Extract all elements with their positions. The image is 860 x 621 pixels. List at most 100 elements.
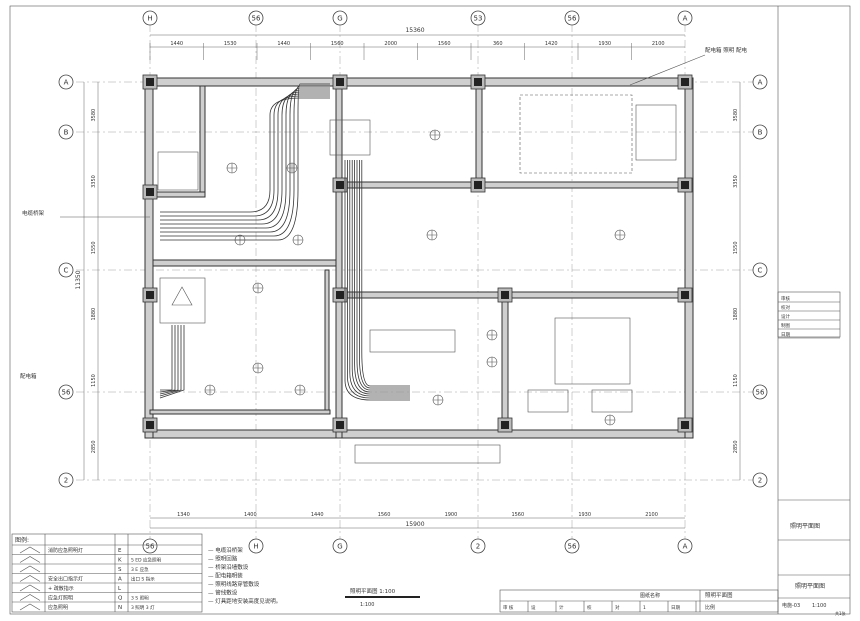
grid-bubble	[58, 472, 74, 488]
column-core	[474, 181, 482, 189]
light-symbol-icon	[19, 565, 41, 573]
dim-value-top: 2100	[652, 41, 665, 47]
dim-value-right: 1150	[733, 374, 739, 387]
legend-note-line: — 灯具距地安装高度见说明。	[208, 597, 281, 605]
drawing-number: 电施-03	[782, 602, 800, 609]
cable-run	[361, 160, 410, 387]
light-symbol-icon	[19, 603, 41, 611]
dim-value-bottom: 1340	[177, 512, 190, 518]
grid-bubble	[248, 538, 264, 554]
cable-run	[159, 325, 176, 393]
wall-inner-right	[324, 269, 330, 411]
dim-value-left: 1150	[91, 374, 97, 387]
legend-desc: 应急照明	[48, 604, 68, 611]
warning-icon	[171, 286, 193, 306]
dim-value-top: 1560	[331, 41, 344, 47]
columns	[142, 74, 693, 433]
column-core	[336, 421, 344, 429]
legend-code: L	[118, 586, 122, 592]
grid-label: 53	[474, 15, 483, 23]
annotation-left-2: 配电箱	[20, 372, 37, 380]
light-symbol-icon	[19, 546, 41, 554]
light-symbol-icon	[19, 575, 41, 582]
light-fixtures	[204, 129, 626, 426]
grid-label: B	[758, 129, 763, 137]
drawing-scale: 1:100	[812, 603, 826, 609]
strip-cell: 校	[587, 604, 592, 611]
strip-ratio: 比例	[705, 604, 715, 611]
legend-note: 出口 S 指示	[131, 576, 155, 583]
title-block-row: 校对	[781, 304, 790, 311]
dim-value-right: 1550	[733, 241, 739, 254]
column-core	[146, 78, 154, 86]
grid-label: B	[64, 129, 69, 137]
grid-bubble	[332, 538, 348, 554]
dim-bottom-total: 15900	[405, 521, 424, 528]
grid-label: A	[64, 79, 69, 87]
column-core	[146, 421, 154, 429]
column-core	[501, 291, 509, 299]
grid-bubble	[142, 10, 158, 26]
dim-value-left: 2850	[91, 440, 97, 453]
column-core	[336, 78, 344, 86]
column-core	[681, 78, 689, 86]
legend-note-line: — 照明回路	[208, 555, 238, 563]
leader-line	[629, 54, 706, 86]
legend-code: A	[118, 577, 122, 583]
drawing-title: 照明平面图	[795, 583, 825, 590]
column-core	[474, 78, 482, 86]
light-symbol-icon	[19, 556, 41, 563]
grid-bubble	[564, 538, 580, 554]
wall-horizontal-3	[341, 291, 686, 299]
legend-note-line: — 配电箱明装	[208, 572, 243, 580]
grid-label: C	[64, 267, 69, 275]
grid-label: H	[253, 543, 258, 551]
legend-code: Q	[118, 596, 123, 602]
column-core	[501, 421, 509, 429]
cable-runs	[159, 83, 410, 401]
dim-value-top: 1930	[598, 41, 611, 47]
wall-left	[144, 77, 154, 439]
transformer-box	[159, 277, 206, 324]
dim-value-right: 1880	[733, 308, 739, 321]
dim-value-left: 1550	[91, 241, 97, 254]
strip-name: 照明平面图	[705, 591, 733, 599]
legend-note: 3 照明 3 灯	[131, 604, 155, 611]
grid-bubble	[752, 472, 768, 488]
legend-notes: — 电缆沿桥架— 照明回路— 桥架沿墙敷设— 配电箱明装— 照明线路穿管敷设— …	[208, 546, 281, 605]
title-block-row: 制图	[781, 322, 790, 329]
cable-run	[344, 160, 410, 401]
dim-value-top: 360	[493, 41, 503, 47]
dim-value-left: 1880	[91, 308, 97, 321]
grid-bubble	[58, 74, 74, 90]
dim-value-bottom: 1440	[311, 512, 324, 518]
cable-run	[354, 160, 410, 393]
grid-bubble	[752, 384, 768, 400]
column-core	[146, 291, 154, 299]
dim-value-top: 1420	[545, 41, 558, 47]
cable-run	[349, 160, 410, 397]
grid-bubble	[142, 538, 158, 554]
scale-note: 照明平面图 1:100	[350, 587, 396, 595]
grid-bubble	[58, 124, 74, 140]
dim-value-top: 1560	[438, 41, 451, 47]
grid-label: 56	[252, 15, 261, 23]
grid-label: 56	[62, 389, 71, 397]
legend-title: 图例:	[15, 536, 29, 544]
grid-bubble	[677, 538, 693, 554]
grid-label: 56	[146, 543, 155, 551]
strip-cell: 1	[643, 605, 646, 611]
grid-label: H	[147, 15, 152, 23]
drawing-frame	[9, 5, 851, 615]
wall-small-room-v	[199, 85, 206, 193]
grid-label: 2	[476, 543, 480, 551]
grid-label: 56	[756, 389, 765, 397]
grid-label: 2	[758, 477, 762, 485]
grid-axes	[60, 24, 760, 545]
strip-cell: 日期	[671, 605, 680, 611]
legend-note-line: — 电缆沿桥架	[208, 546, 243, 554]
